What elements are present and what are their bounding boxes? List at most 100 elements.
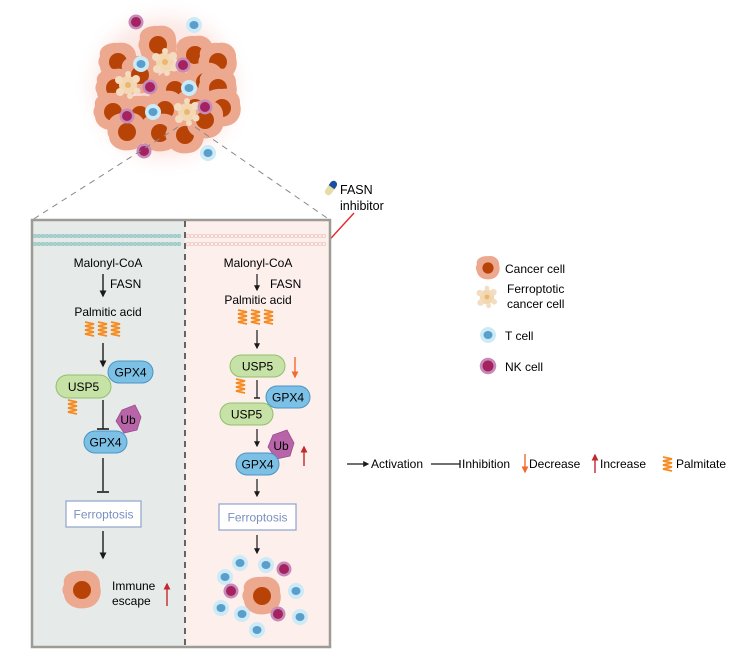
left-ferroptosis-box [65,500,142,528]
membrane-lipid [136,241,142,247]
membrane-lipid [64,233,70,239]
panel-frame [30,218,332,649]
membrane-lipid [148,241,154,247]
membrane-lipid [88,233,94,239]
membrane-lipid [56,233,62,239]
t-cell-icon [232,555,248,571]
nk-cell-icon [223,583,239,599]
membrane-lipid [40,241,46,247]
membrane-lipid [36,241,42,247]
legend-inhibition: Inhibition [462,457,510,471]
membrane-lipid [96,241,102,247]
cell-panels [30,218,332,649]
right-gpx4-mid [265,385,311,409]
membrane-lipid [160,241,166,247]
left-ub [115,404,142,434]
membrane-lipid [76,241,82,247]
membrane-lipid [100,233,106,239]
t-cell-icon [249,622,265,638]
membrane-lipid [152,233,158,239]
legend-decrease: Decrease [529,457,581,471]
left-ferroptosis-label: Ferroptosis [73,508,133,522]
t-cell-icon [292,609,308,625]
membrane-lipid [60,241,66,247]
membrane-lipid [140,241,146,247]
membrane-lipid [76,233,82,239]
membrane-lipid [92,241,98,247]
membrane-lipid [52,241,58,247]
membrane-lipid [128,241,134,247]
membrane-lipid [148,233,154,239]
left-fasn-label: FASN [110,277,141,291]
pill-icon [324,180,338,196]
t-cell-icon [133,56,149,72]
inhibitor-label-line2: inhibitor [340,199,384,213]
right-gpx4-bottom-label: GPX4 [241,458,273,472]
left-palmitic-acid: Palmitic acid [74,305,141,319]
right-ub-label: Ub [273,439,289,453]
membrane-left [32,233,182,247]
right-ferroptosis-box [218,503,297,531]
nk-cell-icon [479,357,497,375]
membrane-lipid [156,233,162,239]
membrane-lipid [164,241,170,247]
membrane-lipid [84,233,90,239]
t-cell-icon [258,557,274,573]
membrane-lipid [176,241,182,247]
left-gpx4-top-label: GPX4 [114,366,146,380]
membrane-lipid [172,241,178,247]
right-ub [267,429,295,460]
membrane-lipid [88,241,94,247]
membrane-lipid [152,241,158,247]
ferroptotic-cell-icon [476,285,497,309]
membrane-lipid [124,233,130,239]
zoom-line-right [194,126,331,221]
membrane-lipid [60,233,66,239]
membrane-lipid [168,233,174,239]
left-gpx4-top [107,360,154,384]
membrane-right [185,233,327,247]
right-usp5-mid [219,402,274,426]
symbol-legend: Activation Inhibition Decrease Increase … [347,453,726,474]
membrane-lipid [168,241,174,247]
membrane-lipid [104,233,110,239]
left-ub-label: Ub [120,413,136,427]
membrane-lipid [156,241,162,247]
nk-cell-icon [128,14,144,30]
legend-t-cell: T cell [505,329,533,343]
membrane-lipid [68,241,74,247]
membrane-lipid [144,233,150,239]
membrane-lipid [40,233,46,239]
membrane-lipid [124,241,130,247]
membrane-lipid [44,241,50,247]
membrane-lipid [140,233,146,239]
right-gpx4-mid-label: GPX4 [272,391,304,405]
right-ferroptosis-label: Ferroptosis [227,511,287,525]
t-cell-icon [288,583,304,599]
palmitate-icon [662,456,673,472]
t-cell-icon [186,17,202,33]
membrane-lipid [116,233,122,239]
membrane-lipid [108,241,114,247]
left-usp5 [55,374,112,399]
membrane-lipid [321,241,327,247]
membrane-lipid [104,241,110,247]
left-gpx4-bottom [83,430,128,454]
right-usp5-mid-label: USP5 [231,408,263,422]
membrane-lipid [321,233,327,239]
legend-nk-cell: NK cell [505,360,543,374]
immune-escape-line2: escape [112,594,151,608]
membrane-lipid [176,233,182,239]
membrane-lipid [80,241,86,247]
membrane-lipid [84,241,90,247]
nk-cell-icon [270,606,286,622]
membrane-lipid [96,233,102,239]
membrane-lipid [48,233,54,239]
nk-cell-icon [276,561,292,577]
membrane-lipid [120,233,126,239]
membrane-lipid [72,233,78,239]
t-cell-icon [480,327,496,343]
membrane-lipid [128,233,134,239]
nk-cell-icon [197,99,213,115]
